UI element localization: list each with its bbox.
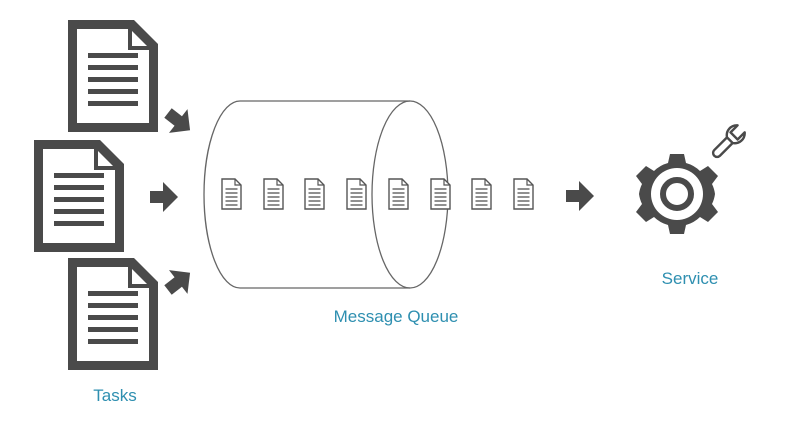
tasks-group: [32, 18, 160, 372]
message-icon: [346, 178, 367, 210]
arrow-icon: [150, 182, 178, 212]
message-icon: [263, 178, 284, 210]
tasks-label: Tasks: [93, 386, 136, 405]
wrench-icon: [711, 124, 746, 159]
queue-cylinder: [203, 100, 449, 289]
message-icon: [513, 178, 534, 210]
message-icon: [430, 178, 451, 210]
document-icon: [66, 256, 160, 372]
queued-messages: [221, 178, 534, 210]
document-icon: [32, 138, 126, 254]
arrow-icon: [566, 181, 594, 211]
arrow-icon: [158, 101, 200, 143]
arrow-icon: [158, 260, 200, 302]
message-icon: [388, 178, 409, 210]
service-label: Service: [662, 269, 719, 288]
message-icon: [221, 178, 242, 210]
document-icon: [66, 18, 160, 134]
message-icon: [304, 178, 325, 210]
message-icon: [471, 178, 492, 210]
queue-label: Message Queue: [334, 307, 459, 326]
gear-icon: [636, 154, 718, 234]
